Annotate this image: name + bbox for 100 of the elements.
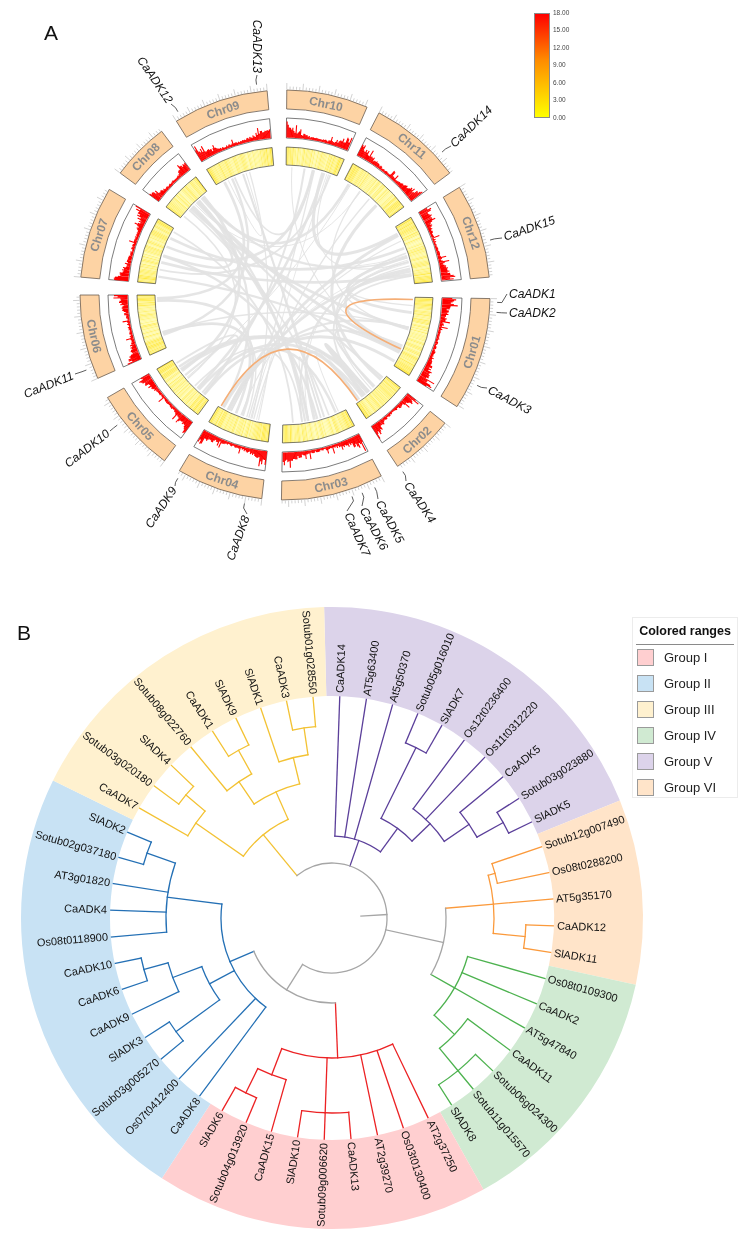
- legend-label: Group V: [664, 753, 713, 770]
- chromosome-label: Chr01: [460, 333, 484, 371]
- tree-branch: [444, 903, 495, 909]
- tree-branch: [175, 999, 221, 1033]
- clade-arc: [220, 903, 267, 1008]
- tree-branch: [285, 963, 304, 991]
- tree-branch: [379, 827, 399, 853]
- color-scale-bar: [534, 13, 550, 118]
- legend-title: Colored ranges: [636, 624, 734, 645]
- tree-branch: [143, 962, 169, 971]
- clade-arc: [234, 1086, 258, 1099]
- clade-arc: [242, 818, 289, 857]
- leaf-label: CaADK10: [62, 957, 114, 981]
- clade-arc: [523, 924, 527, 949]
- panel-label: B: [17, 622, 31, 643]
- clade-arc: [459, 811, 478, 838]
- clade-arc: [404, 742, 427, 754]
- clade-arc: [291, 726, 317, 731]
- leader-line: [489, 237, 503, 241]
- legend-label: Group I: [664, 649, 708, 666]
- clade-arc: [168, 1021, 184, 1042]
- tree-branch: [433, 1014, 456, 1036]
- chromosome-ideogram: [285, 82, 371, 126]
- tree-branch: [238, 781, 255, 805]
- leaf-label: SlADK11: [553, 946, 599, 967]
- chromosome-ideogram: [72, 294, 117, 383]
- tree-branch: [412, 739, 466, 810]
- clade-arc: [334, 835, 382, 853]
- tree-branch: [235, 717, 250, 746]
- tree-branch: [438, 1047, 459, 1072]
- tree-branch: [270, 1078, 287, 1133]
- tree-branch: [109, 909, 167, 913]
- legend-label: Group II: [664, 675, 711, 692]
- tree-branch: [430, 973, 456, 989]
- tree-branch: [491, 845, 543, 865]
- tree-branch: [334, 695, 341, 837]
- tree-branch: [146, 852, 176, 864]
- tree-branch: [285, 700, 294, 731]
- leader-line: [361, 492, 365, 507]
- tree-branch: [523, 947, 552, 954]
- tree-branch: [292, 756, 301, 785]
- leaf-label: SlADK1: [241, 666, 266, 708]
- tree-branch: [334, 1002, 339, 1059]
- tree-branch: [211, 730, 230, 757]
- tree-branch: [190, 746, 228, 792]
- tree-branch: [303, 727, 309, 756]
- tree-branch: [160, 1040, 184, 1060]
- tree-branch: [131, 991, 180, 1015]
- tree-branch: [195, 822, 245, 857]
- tree-branch: [271, 1048, 283, 1076]
- tree-branch: [344, 698, 368, 838]
- chromosome-label: Chr09: [204, 97, 242, 122]
- tree-branch: [492, 932, 526, 938]
- clade-arc: [253, 783, 301, 805]
- tree-branch: [348, 1111, 352, 1140]
- leaf-label: Sotub09g006620: [314, 1142, 331, 1227]
- clade-arc: [278, 754, 309, 763]
- leader-line: [496, 293, 508, 303]
- leaf-label: SlADK10: [283, 1139, 304, 1186]
- leader-line: [170, 103, 179, 113]
- leader-line: [109, 424, 118, 432]
- tree-branch: [112, 882, 169, 893]
- leaf-label: AT5g63400: [360, 639, 383, 697]
- clade-arc: [491, 863, 499, 884]
- tree-branch: [117, 856, 145, 866]
- tree-branch: [275, 791, 289, 820]
- clade-arc: [201, 966, 221, 1001]
- tree-branch: [380, 746, 417, 820]
- tree-branch: [492, 898, 554, 905]
- chromosome-label: Chr04: [203, 468, 241, 493]
- chromosome-label: Chr06: [83, 317, 105, 354]
- leader-line: [174, 477, 179, 487]
- tree-branch: [126, 831, 152, 843]
- chromosome-label: Chr03: [312, 474, 349, 496]
- clade-arc: [438, 1053, 477, 1086]
- gene-label: CaADK2: [509, 306, 556, 320]
- chromosome-label: Chr07: [87, 216, 111, 253]
- clade-arc: [167, 962, 180, 993]
- tree-branch: [385, 929, 444, 944]
- legend-label: Group VI: [664, 779, 717, 796]
- tree-branch: [324, 1057, 328, 1114]
- tree-branch: [259, 707, 280, 763]
- clade-arc: [487, 874, 495, 935]
- clade-arc: [178, 785, 195, 805]
- leaf-label: CaADK13: [344, 1141, 362, 1192]
- tree-branch: [323, 1112, 326, 1141]
- tree-branch: [245, 1068, 259, 1094]
- tree-branch: [425, 756, 486, 821]
- clade-arc: [301, 1110, 350, 1114]
- tree-branch: [144, 1021, 171, 1039]
- tree-branch: [461, 971, 538, 1005]
- leaf-label: AT3g01820: [53, 867, 111, 890]
- tree-branch: [114, 957, 142, 965]
- tree-branch: [296, 1110, 303, 1138]
- clade-arc: [380, 817, 413, 842]
- tree-branch: [496, 797, 520, 814]
- clade-arc: [496, 811, 510, 834]
- tree-branch: [262, 834, 298, 877]
- tree-branch: [245, 1097, 258, 1124]
- clade-arc: [433, 955, 469, 1016]
